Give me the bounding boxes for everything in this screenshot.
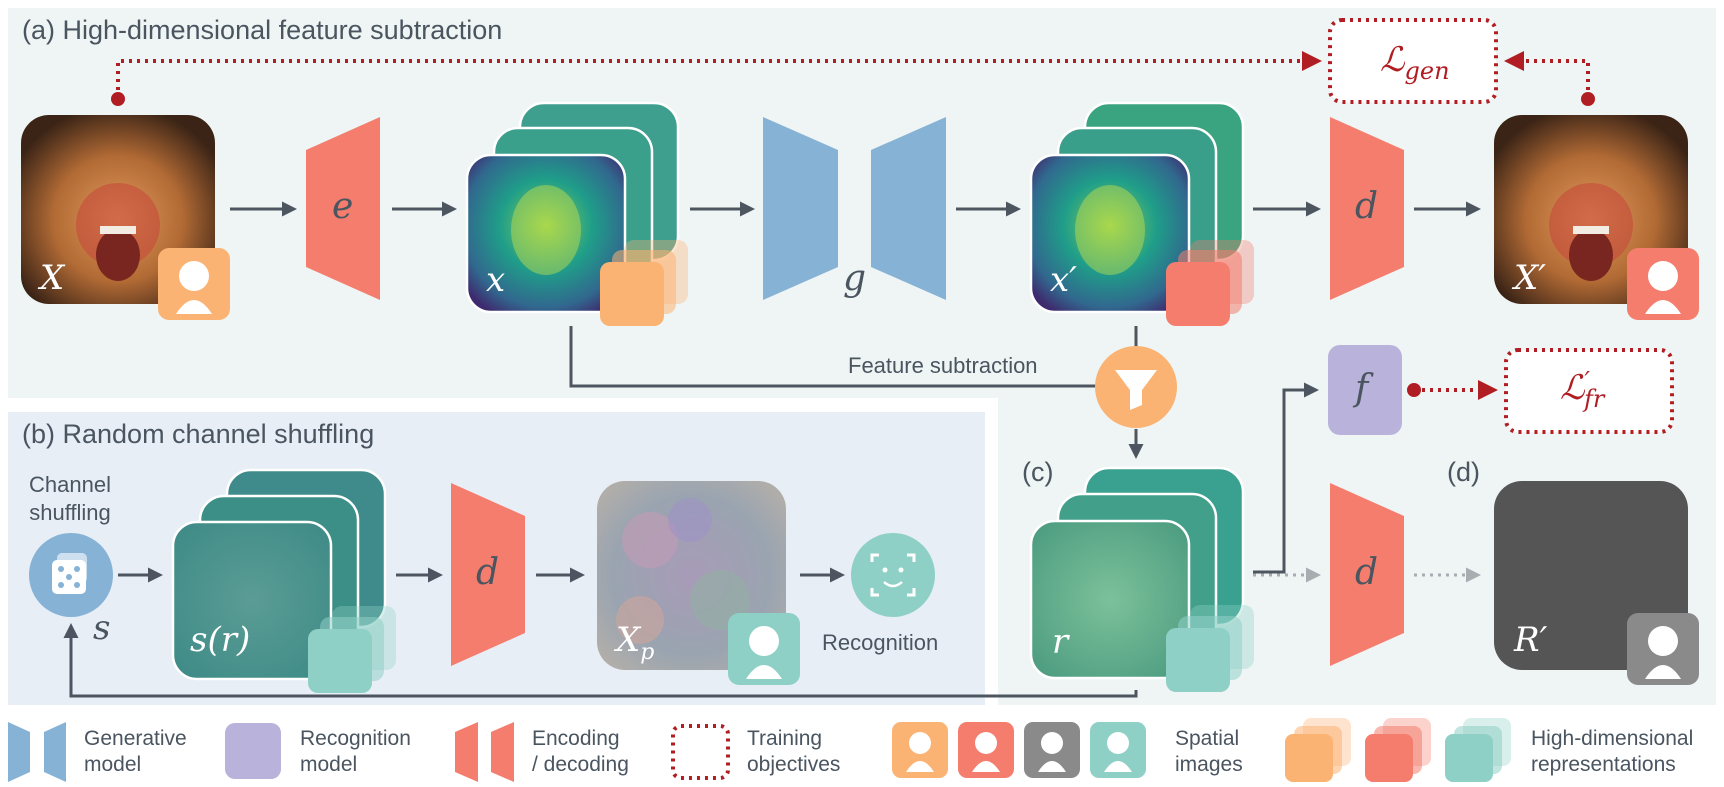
symbol-f: f xyxy=(1355,368,1369,409)
panel-d-label: (d) xyxy=(1447,457,1480,487)
legend-training-label: Training objectives xyxy=(747,727,841,776)
L-fr-sub: fr xyxy=(1583,384,1605,413)
L-fr-base: ℒ xyxy=(1560,368,1585,408)
feature-stack-icon-teal-r xyxy=(1166,605,1254,692)
symbol-X-p: Xp xyxy=(616,620,654,665)
panel-c-label: (c) xyxy=(1022,457,1054,487)
face-recognition-icon xyxy=(851,533,935,617)
feature-stack-x-prime xyxy=(1029,101,1245,314)
legend-highdim-label: High-dimensional representations xyxy=(1531,727,1694,776)
symbol-x-prime: x′ xyxy=(1050,260,1077,300)
legend-recognition-icon xyxy=(225,723,281,779)
objective-L-gen-box xyxy=(1328,18,1498,104)
channel-shuffling-line2: shuffling xyxy=(29,500,111,525)
objective-L-gen-line-right xyxy=(1504,51,1590,98)
feature-stack-icon-red xyxy=(1166,240,1254,326)
legend-generative-label: Generative model xyxy=(84,727,187,776)
symbol-X: X xyxy=(40,258,65,298)
spatial-image-icon-red xyxy=(1627,248,1699,320)
feature-stack-s-r xyxy=(171,468,387,681)
arrow-r-back-to-shuffle xyxy=(63,623,1138,698)
legend-spatial-icons xyxy=(892,722,1146,778)
legend-highdim-icons xyxy=(1285,718,1511,782)
channel-shuffling-label: Channel shuffling xyxy=(21,471,119,527)
symbol-s-r: s(r) xyxy=(190,620,251,660)
generative-model-g-left xyxy=(763,117,838,300)
spatial-image-icon-gray xyxy=(1627,613,1699,685)
objective-L-fr-label: ℒ′fr xyxy=(1560,367,1604,413)
L-gen-base: ℒ xyxy=(1380,40,1405,80)
dice-shuffle-icon xyxy=(29,533,113,617)
symbol-e: e xyxy=(332,186,354,227)
panel-b-title: (b) Random channel shuffling xyxy=(22,419,375,449)
feature-stack-icon-orange xyxy=(600,240,688,326)
feature-stack-x xyxy=(465,101,680,314)
L-fr-sup: ′ xyxy=(1584,367,1590,395)
decoder-d-bottom xyxy=(1330,483,1404,666)
spatial-image-icon-orange xyxy=(158,248,230,320)
legend-encoding-label: Encoding / decoding xyxy=(532,727,629,776)
objective-L-fr-box xyxy=(1504,348,1674,434)
legend-encoding-icon xyxy=(455,722,514,782)
feature-stack-icon-teal-s xyxy=(308,606,396,693)
panel-a-title: (a) High-dimensional feature subtraction xyxy=(22,15,503,45)
symbol-x: x xyxy=(486,260,506,300)
panel-a-background xyxy=(8,8,1716,705)
symbol-X-p-sub: p xyxy=(640,639,655,665)
symbol-s: s xyxy=(93,608,111,648)
subtraction-line xyxy=(569,326,1096,388)
legend-recognition-label: Recognition model xyxy=(300,727,411,776)
spatial-image-icon-teal xyxy=(728,613,800,685)
symbol-g: g xyxy=(843,258,867,299)
decoder-d-top xyxy=(1330,117,1404,300)
symbol-r: r xyxy=(1052,622,1069,662)
feature-subtraction-label: Feature subtraction xyxy=(848,353,1038,378)
legend-generative-icon xyxy=(8,722,66,782)
symbol-d-top: d xyxy=(1355,186,1379,227)
symbol-X-prime: X′ xyxy=(1514,258,1546,298)
symbol-R-prime: R′ xyxy=(1514,620,1548,660)
channel-shuffling-line1: Channel xyxy=(29,472,111,497)
L-gen-sub: gen xyxy=(1404,56,1450,85)
symbol-d-bottom: d xyxy=(1355,552,1379,593)
generative-model-g-right xyxy=(871,117,946,300)
arrow-r-to-f xyxy=(1253,382,1319,574)
filter-icon xyxy=(1095,346,1177,428)
symbol-d-panel-b: d xyxy=(476,552,500,593)
encoder-e xyxy=(306,117,380,300)
legend-training-icon xyxy=(671,724,730,780)
recognition-model-f xyxy=(1328,345,1402,435)
legend-spatial-label: Spatial images xyxy=(1175,727,1243,776)
objective-L-gen-label: ℒgen xyxy=(1380,40,1450,85)
symbol-X-p-base: X xyxy=(616,620,641,660)
recognition-label: Recognition xyxy=(822,630,939,655)
decoder-d-panel-b xyxy=(451,483,525,666)
feature-stack-r xyxy=(1029,466,1245,680)
